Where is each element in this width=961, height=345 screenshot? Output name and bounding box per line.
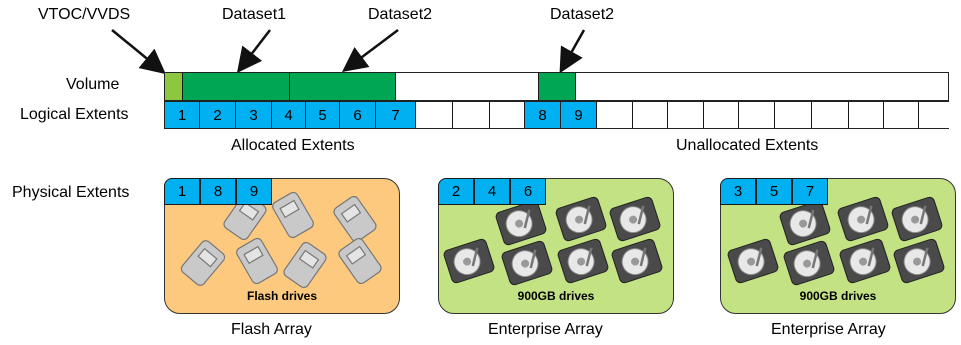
physical-extent-6: 6 <box>510 178 546 205</box>
logical-extent-8: 8 <box>525 102 561 128</box>
logical-extent-4: 4 <box>272 102 306 128</box>
physical-extent-3: 3 <box>720 178 756 205</box>
physical-extent-9: 9 <box>236 178 272 205</box>
unallocated-extent-cell <box>490 102 525 128</box>
hard-drive-icon <box>839 238 891 284</box>
flash-drive-icons <box>180 191 382 289</box>
logical-extent-6: 6 <box>340 102 376 128</box>
physical-extent-4: 4 <box>474 178 510 205</box>
unallocated-extent-cell <box>453 102 490 128</box>
hdd-icons-2 <box>727 196 945 286</box>
unallocated-extent-cell <box>775 102 812 128</box>
hdd-icons-1 <box>443 196 663 286</box>
hard-drive-icon <box>555 196 607 242</box>
logical-extents-label: Logical Extents <box>20 106 129 123</box>
volume-row-label: Volume <box>66 76 120 93</box>
unallocated-extents-label: Unallocated Extents <box>676 137 819 154</box>
unallocated-extent-cell <box>812 102 849 128</box>
vtoc-segment <box>165 73 183 100</box>
dataset1-arrow <box>236 29 271 73</box>
hard-drive-icon <box>783 240 835 286</box>
flash-array-name: Flash Array <box>231 321 312 338</box>
dataset1-callout: Dataset1 <box>222 6 287 23</box>
unallocated-extent-cell <box>704 102 739 128</box>
hard-drive-icon <box>501 240 553 286</box>
unallocated-extent-cell <box>416 102 453 128</box>
physical-extent-1: 1 <box>164 178 200 205</box>
hard-drive-icon <box>779 200 831 246</box>
hard-drive-icon <box>837 196 889 242</box>
unallocated-extent-cell <box>597 102 633 128</box>
physical-extents-label: Physical Extents <box>12 184 130 201</box>
enterprise-array-2-box: 900GB drives <box>720 178 956 314</box>
hard-drive-icon <box>557 238 609 284</box>
vtoc-arrow <box>111 29 166 75</box>
dataset2-callout-a: Dataset2 <box>368 6 433 23</box>
dataset1-segment <box>183 73 290 100</box>
physical-extent-5: 5 <box>756 178 792 205</box>
hard-drive-icon <box>611 238 663 284</box>
allocated-extents-label: Allocated Extents <box>231 137 355 154</box>
dataset2-segment-a <box>290 73 396 100</box>
hard-drive-icon <box>495 200 547 246</box>
logical-extent-1: 1 <box>165 102 200 128</box>
enterprise-array-1-name: Enterprise Array <box>488 321 603 338</box>
flash-array-box: Flash drives <box>164 178 400 314</box>
unallocated-extent-cell <box>884 102 919 128</box>
logical-extent-9: 9 <box>561 102 597 128</box>
dataset2-callout-b: Dataset2 <box>550 6 615 23</box>
unallocated-extent-cell <box>849 102 884 128</box>
enterprise-2-drives-label: 900GB drives <box>799 289 877 303</box>
dataset2-segment-b <box>538 73 576 100</box>
hard-drive-icon <box>891 196 943 242</box>
flash-drives-label: Flash drives <box>246 289 318 303</box>
enterprise-1-drives-label: 900GB drives <box>517 289 595 303</box>
physical-extent-2: 2 <box>438 178 474 205</box>
enterprise-array-2-name: Enterprise Array <box>771 321 886 338</box>
hard-drive-icon <box>893 238 945 284</box>
dataset2-arrow-b <box>559 29 586 74</box>
logical-extent-7: 7 <box>376 102 416 128</box>
vtoc-vvds-callout: VTOC/VVDS <box>38 6 131 23</box>
unallocated-extent-cell <box>668 102 704 128</box>
logical-extent-3: 3 <box>236 102 272 128</box>
logical-extent-2: 2 <box>200 102 236 128</box>
hard-drive-icon <box>443 238 495 284</box>
unallocated-extent-cell <box>633 102 668 128</box>
unallocated-extent-cell <box>739 102 775 128</box>
physical-extent-7: 7 <box>792 178 828 205</box>
hard-drive-icon <box>609 196 661 242</box>
physical-extent-8: 8 <box>200 178 236 205</box>
dataset2-arrow-a <box>342 29 399 72</box>
logical-extent-5: 5 <box>306 102 340 128</box>
unallocated-extent-cell <box>919 102 949 128</box>
hard-drive-icon <box>727 238 779 284</box>
